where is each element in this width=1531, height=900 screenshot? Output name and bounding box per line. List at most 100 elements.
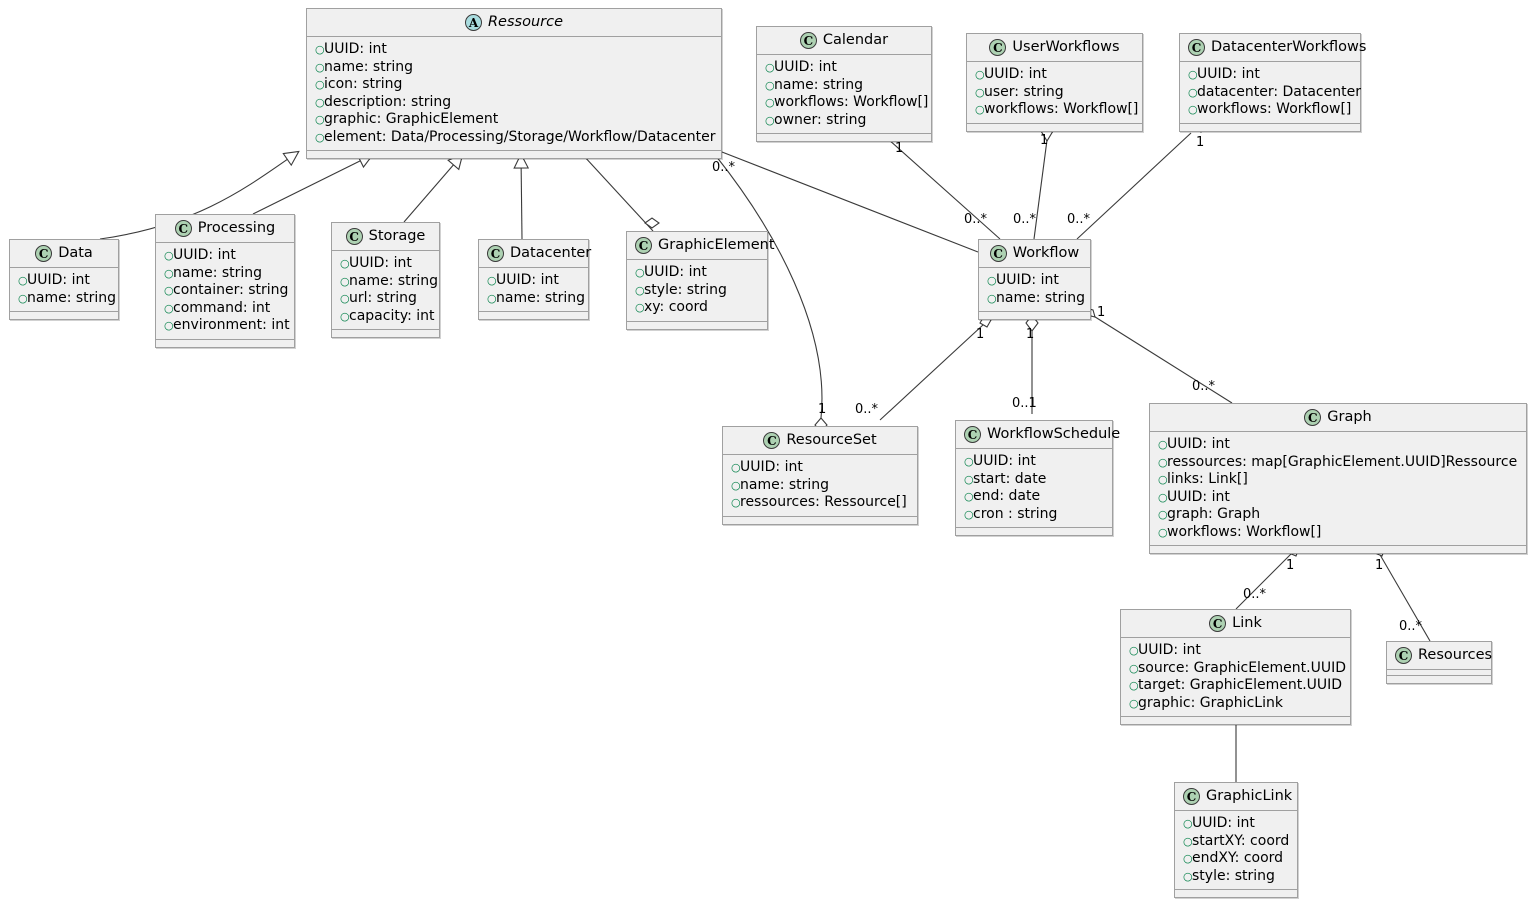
class-attributes-userworkflows: ○UUID: int○user: string○workflows: Workf… bbox=[967, 62, 1142, 124]
attribute-row: ○workflows: Workflow[] bbox=[1158, 524, 1520, 542]
class-name-graphicelement: GraphicElement bbox=[658, 237, 775, 253]
visibility-public-icon: ○ bbox=[731, 461, 741, 474]
attribute-row: ○owner: string bbox=[765, 112, 925, 130]
attribute-label: startXY: coord bbox=[1192, 832, 1290, 849]
multiplicity-label: 1 bbox=[1040, 133, 1049, 148]
class-methods-resources bbox=[1387, 676, 1491, 683]
class-name-storage: Storage bbox=[368, 228, 426, 244]
class-name-graphiclink: GraphicLink bbox=[1206, 788, 1293, 804]
class-icon: C bbox=[1304, 408, 1322, 426]
class-attributes-workflow: ○UUID: int○name: string bbox=[979, 268, 1090, 312]
visibility-public-icon: ○ bbox=[1158, 508, 1168, 521]
attribute-row: ○workflows: Workflow[] bbox=[975, 101, 1138, 119]
visibility-public-icon: ○ bbox=[1158, 490, 1168, 504]
class-methods-processing bbox=[156, 339, 294, 347]
class-attributes-processing: ○UUID: int○name: string○container: strin… bbox=[156, 243, 294, 340]
class-icon: C bbox=[1209, 614, 1227, 632]
attribute-row: ○workflows: Workflow[] bbox=[765, 94, 928, 112]
attribute-row: ○name: string bbox=[987, 289, 1086, 308]
attribute-row: ○UUID: int bbox=[1129, 642, 1344, 660]
attribute-label: name: string bbox=[496, 289, 586, 306]
attribute-label: container: string bbox=[173, 282, 289, 298]
class-methods-datacenterworkflows bbox=[1180, 123, 1360, 131]
class-methods-resourceset bbox=[723, 516, 917, 524]
edge-datacenter-ressource bbox=[521, 155, 522, 240]
class-name-calendar: Calendar bbox=[822, 32, 889, 48]
attribute-label: UUID: int bbox=[996, 272, 1059, 288]
class-attributes-datacenter: ○UUID: int○name: string bbox=[479, 268, 588, 312]
edge-workflow-resourceset bbox=[879, 323, 985, 421]
attribute-row: ○source: GraphicElement.UUID bbox=[1129, 660, 1346, 678]
visibility-public-icon: ○ bbox=[1158, 473, 1168, 486]
class-icon: C bbox=[35, 244, 53, 262]
attribute-label: UUID: int bbox=[1192, 815, 1255, 831]
attribute-row: ○UUID: int bbox=[635, 264, 761, 282]
visibility-public-icon: ○ bbox=[487, 291, 497, 305]
attribute-row: ○UUID: int bbox=[975, 66, 1136, 84]
class-attributes-graph: ○UUID: int○ressources: map[GraphicElemen… bbox=[1150, 432, 1526, 546]
class-attributes-ressource: ○UUID: int○name: string○icon: string○des… bbox=[307, 37, 721, 151]
visibility-public-icon: ○ bbox=[1183, 869, 1193, 883]
visibility-public-icon: ○ bbox=[1129, 696, 1139, 710]
attribute-row: ○UUID: int bbox=[340, 255, 433, 273]
class-methods-data bbox=[10, 312, 118, 319]
attribute-row: ○xy: coord bbox=[635, 299, 761, 317]
class-methods-graphiclink bbox=[1175, 890, 1297, 897]
attribute-row: ○UUID: int bbox=[487, 272, 582, 290]
visibility-public-icon: ○ bbox=[315, 113, 325, 126]
visibility-public-icon: ○ bbox=[964, 507, 974, 521]
class-name-userworkflows: UserWorkflows bbox=[1012, 39, 1120, 55]
visibility-public-icon: ○ bbox=[340, 274, 350, 288]
visibility-public-icon: ○ bbox=[164, 266, 174, 280]
attribute-label: endXY: coord bbox=[1192, 850, 1284, 866]
visibility-public-icon: ○ bbox=[765, 113, 775, 127]
class-attributes-calendar: ○UUID: int○name: string○workflows: Workf… bbox=[757, 55, 931, 134]
attribute-row: ○UUID: int bbox=[987, 272, 1084, 290]
visibility-public-icon: ○ bbox=[1158, 525, 1168, 539]
abstract-class-icon: A bbox=[464, 13, 482, 31]
visibility-public-icon: ○ bbox=[164, 249, 174, 262]
multiplicity-label: 1 bbox=[1196, 135, 1205, 150]
attribute-row: ○name: string bbox=[164, 265, 288, 283]
class-icon: C bbox=[964, 425, 981, 443]
class-attributes-link: ○UUID: int○source: GraphicElement.UUID○t… bbox=[1121, 638, 1350, 717]
attribute-label: UUID: int bbox=[1197, 66, 1260, 82]
attribute-label: links: Link[] bbox=[1167, 471, 1248, 487]
visibility-public-icon: ○ bbox=[975, 103, 985, 116]
edge-graphicelement-ressource bbox=[582, 154, 654, 232]
class-attributes-resources bbox=[1387, 670, 1491, 676]
class-methods-link bbox=[1121, 717, 1350, 724]
attribute-row: ○capacity: int bbox=[340, 308, 435, 326]
visibility-public-icon: ○ bbox=[1158, 438, 1168, 451]
class-box-link[interactable]: C Link ○UUID: int○source: GraphicElement.U… bbox=[1120, 609, 1351, 725]
visibility-public-icon: ○ bbox=[1188, 85, 1198, 99]
visibility-public-icon: ○ bbox=[964, 472, 974, 486]
visibility-public-icon: ○ bbox=[765, 61, 775, 74]
visibility-public-icon: ○ bbox=[1158, 455, 1168, 469]
attribute-label: name: string bbox=[996, 289, 1086, 306]
class-name-link: Link bbox=[1232, 615, 1262, 631]
multiplicity-label: 0..* bbox=[1243, 587, 1267, 602]
attribute-row: ○name: string bbox=[765, 77, 925, 95]
attribute-label: name: string bbox=[27, 289, 117, 306]
